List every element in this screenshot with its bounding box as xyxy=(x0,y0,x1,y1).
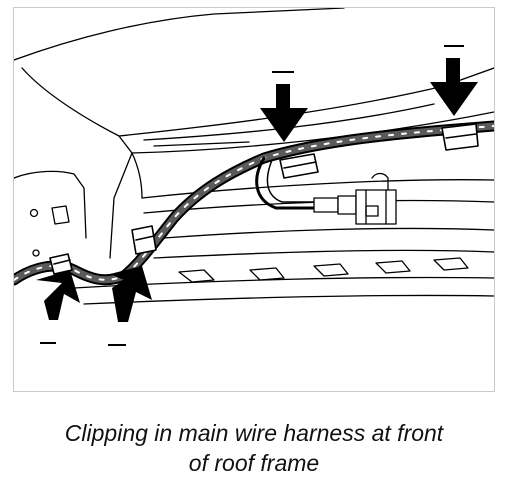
arrow-top-center xyxy=(260,71,308,142)
caption-line-1: Clipping in main wire harness at front xyxy=(64,420,444,446)
illustration-frame xyxy=(13,7,495,392)
harness-clip-center xyxy=(279,153,319,179)
figure-caption: Clipping in main wire harness at front o… xyxy=(0,418,508,478)
arrow-top-right xyxy=(430,45,478,116)
harness-clip-left xyxy=(49,253,73,275)
harness-clip-right xyxy=(441,123,479,151)
arrow-bottom-center xyxy=(108,266,152,346)
caption-line-2: of roof frame xyxy=(188,450,320,476)
harness-clip-center-left xyxy=(131,225,157,255)
roof-frame-illustration xyxy=(14,8,494,346)
main-wire-harness xyxy=(14,120,494,286)
arrow-bottom-left xyxy=(36,270,80,344)
branch-wire-connector xyxy=(255,156,397,225)
